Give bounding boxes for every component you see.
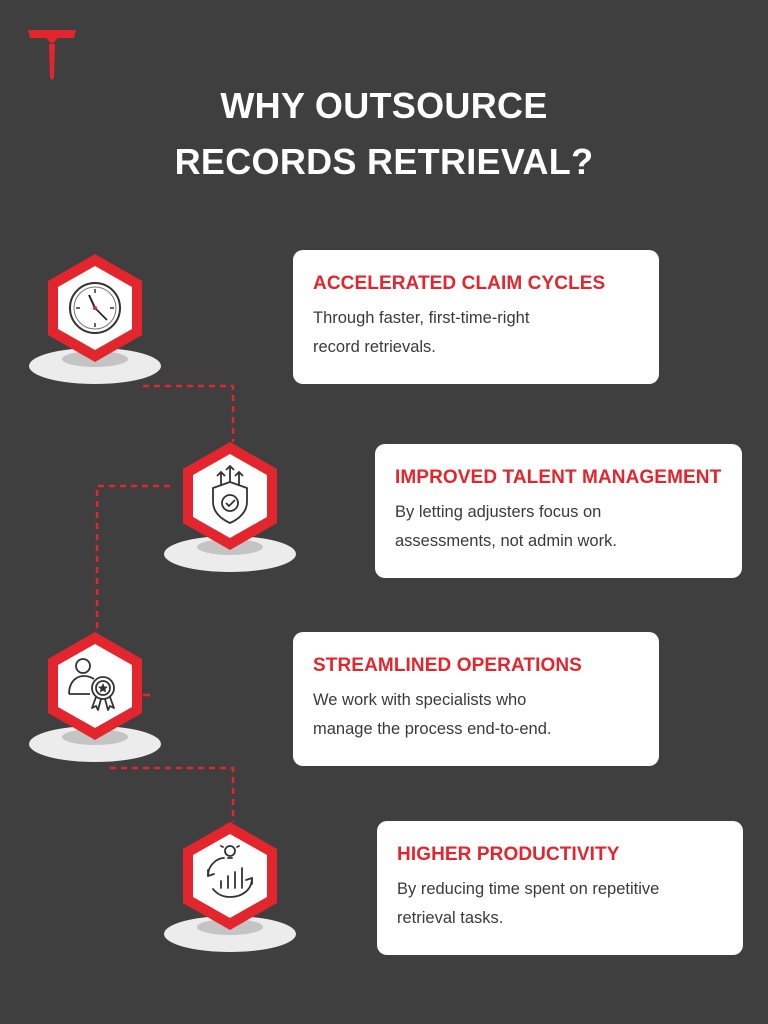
benefit-title: HIGHER PRODUCTIVITY	[397, 844, 620, 865]
benefit-description: Through faster, first-time-right record …	[313, 309, 530, 356]
clock-icon	[69, 282, 121, 334]
benefit-description: By letting adjusters focus on assessment…	[395, 503, 617, 550]
benefit-card-3: STREAMLINED OPERATIONS We work with spec…	[293, 632, 659, 766]
badge-4	[163, 818, 297, 964]
title-line-1: WHY OUTSOURCE	[220, 85, 548, 126]
benefit-card-1: ACCELERATED CLAIM CYCLES Through faster,…	[293, 250, 659, 384]
t-letter-logo-icon	[28, 30, 76, 80]
benefit-title: IMPROVED TALENT MANAGEMENT	[395, 467, 722, 488]
shield-growth-icon	[212, 465, 248, 524]
productivity-cycle-icon	[207, 845, 253, 898]
benefit-title: STREAMLINED OPERATIONS	[313, 655, 582, 676]
benefit-card-2: IMPROVED TALENT MANAGEMENT By letting ad…	[375, 444, 742, 578]
benefit-description: We work with specialists who manage the …	[313, 691, 552, 738]
benefit-card-4: HIGHER PRODUCTIVITY By reducing time spe…	[377, 821, 743, 955]
badge-1	[28, 250, 162, 396]
badge-3	[28, 628, 162, 774]
title-line-2: RECORDS RETRIEVAL?	[174, 141, 594, 182]
badge-2	[163, 438, 297, 584]
benefit-title: ACCELERATED CLAIM CYCLES	[313, 273, 606, 294]
page-title: WHY OUTSOURCE RECORDS RETRIEVAL?	[0, 78, 768, 190]
benefit-description: By reducing time spent on repetitive ret…	[397, 880, 660, 927]
specialist-award-icon	[68, 658, 115, 711]
